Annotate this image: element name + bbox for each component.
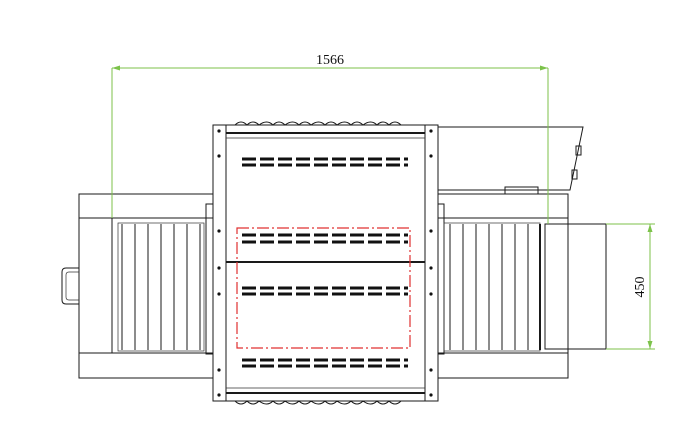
left-conveyor bbox=[61, 193, 214, 379]
vent-slots bbox=[242, 157, 408, 368]
handle bbox=[61, 267, 79, 305]
bottom-curtain bbox=[234, 400, 402, 405]
top-curtain bbox=[234, 121, 402, 126]
left-rollers bbox=[117, 222, 205, 352]
length-label: 1566 bbox=[316, 53, 344, 68]
height-dimension: 450 bbox=[606, 223, 655, 350]
exit-extension bbox=[544, 223, 607, 350]
length-dimension: 1566 bbox=[111, 53, 549, 224]
right-conveyor bbox=[437, 193, 607, 379]
height-label: 450 bbox=[633, 277, 648, 298]
inspection-zone bbox=[236, 227, 411, 349]
right-rollers bbox=[443, 222, 541, 352]
frame-bolts bbox=[217, 129, 433, 397]
central-housing bbox=[212, 121, 439, 405]
control-monitor bbox=[437, 126, 584, 195]
